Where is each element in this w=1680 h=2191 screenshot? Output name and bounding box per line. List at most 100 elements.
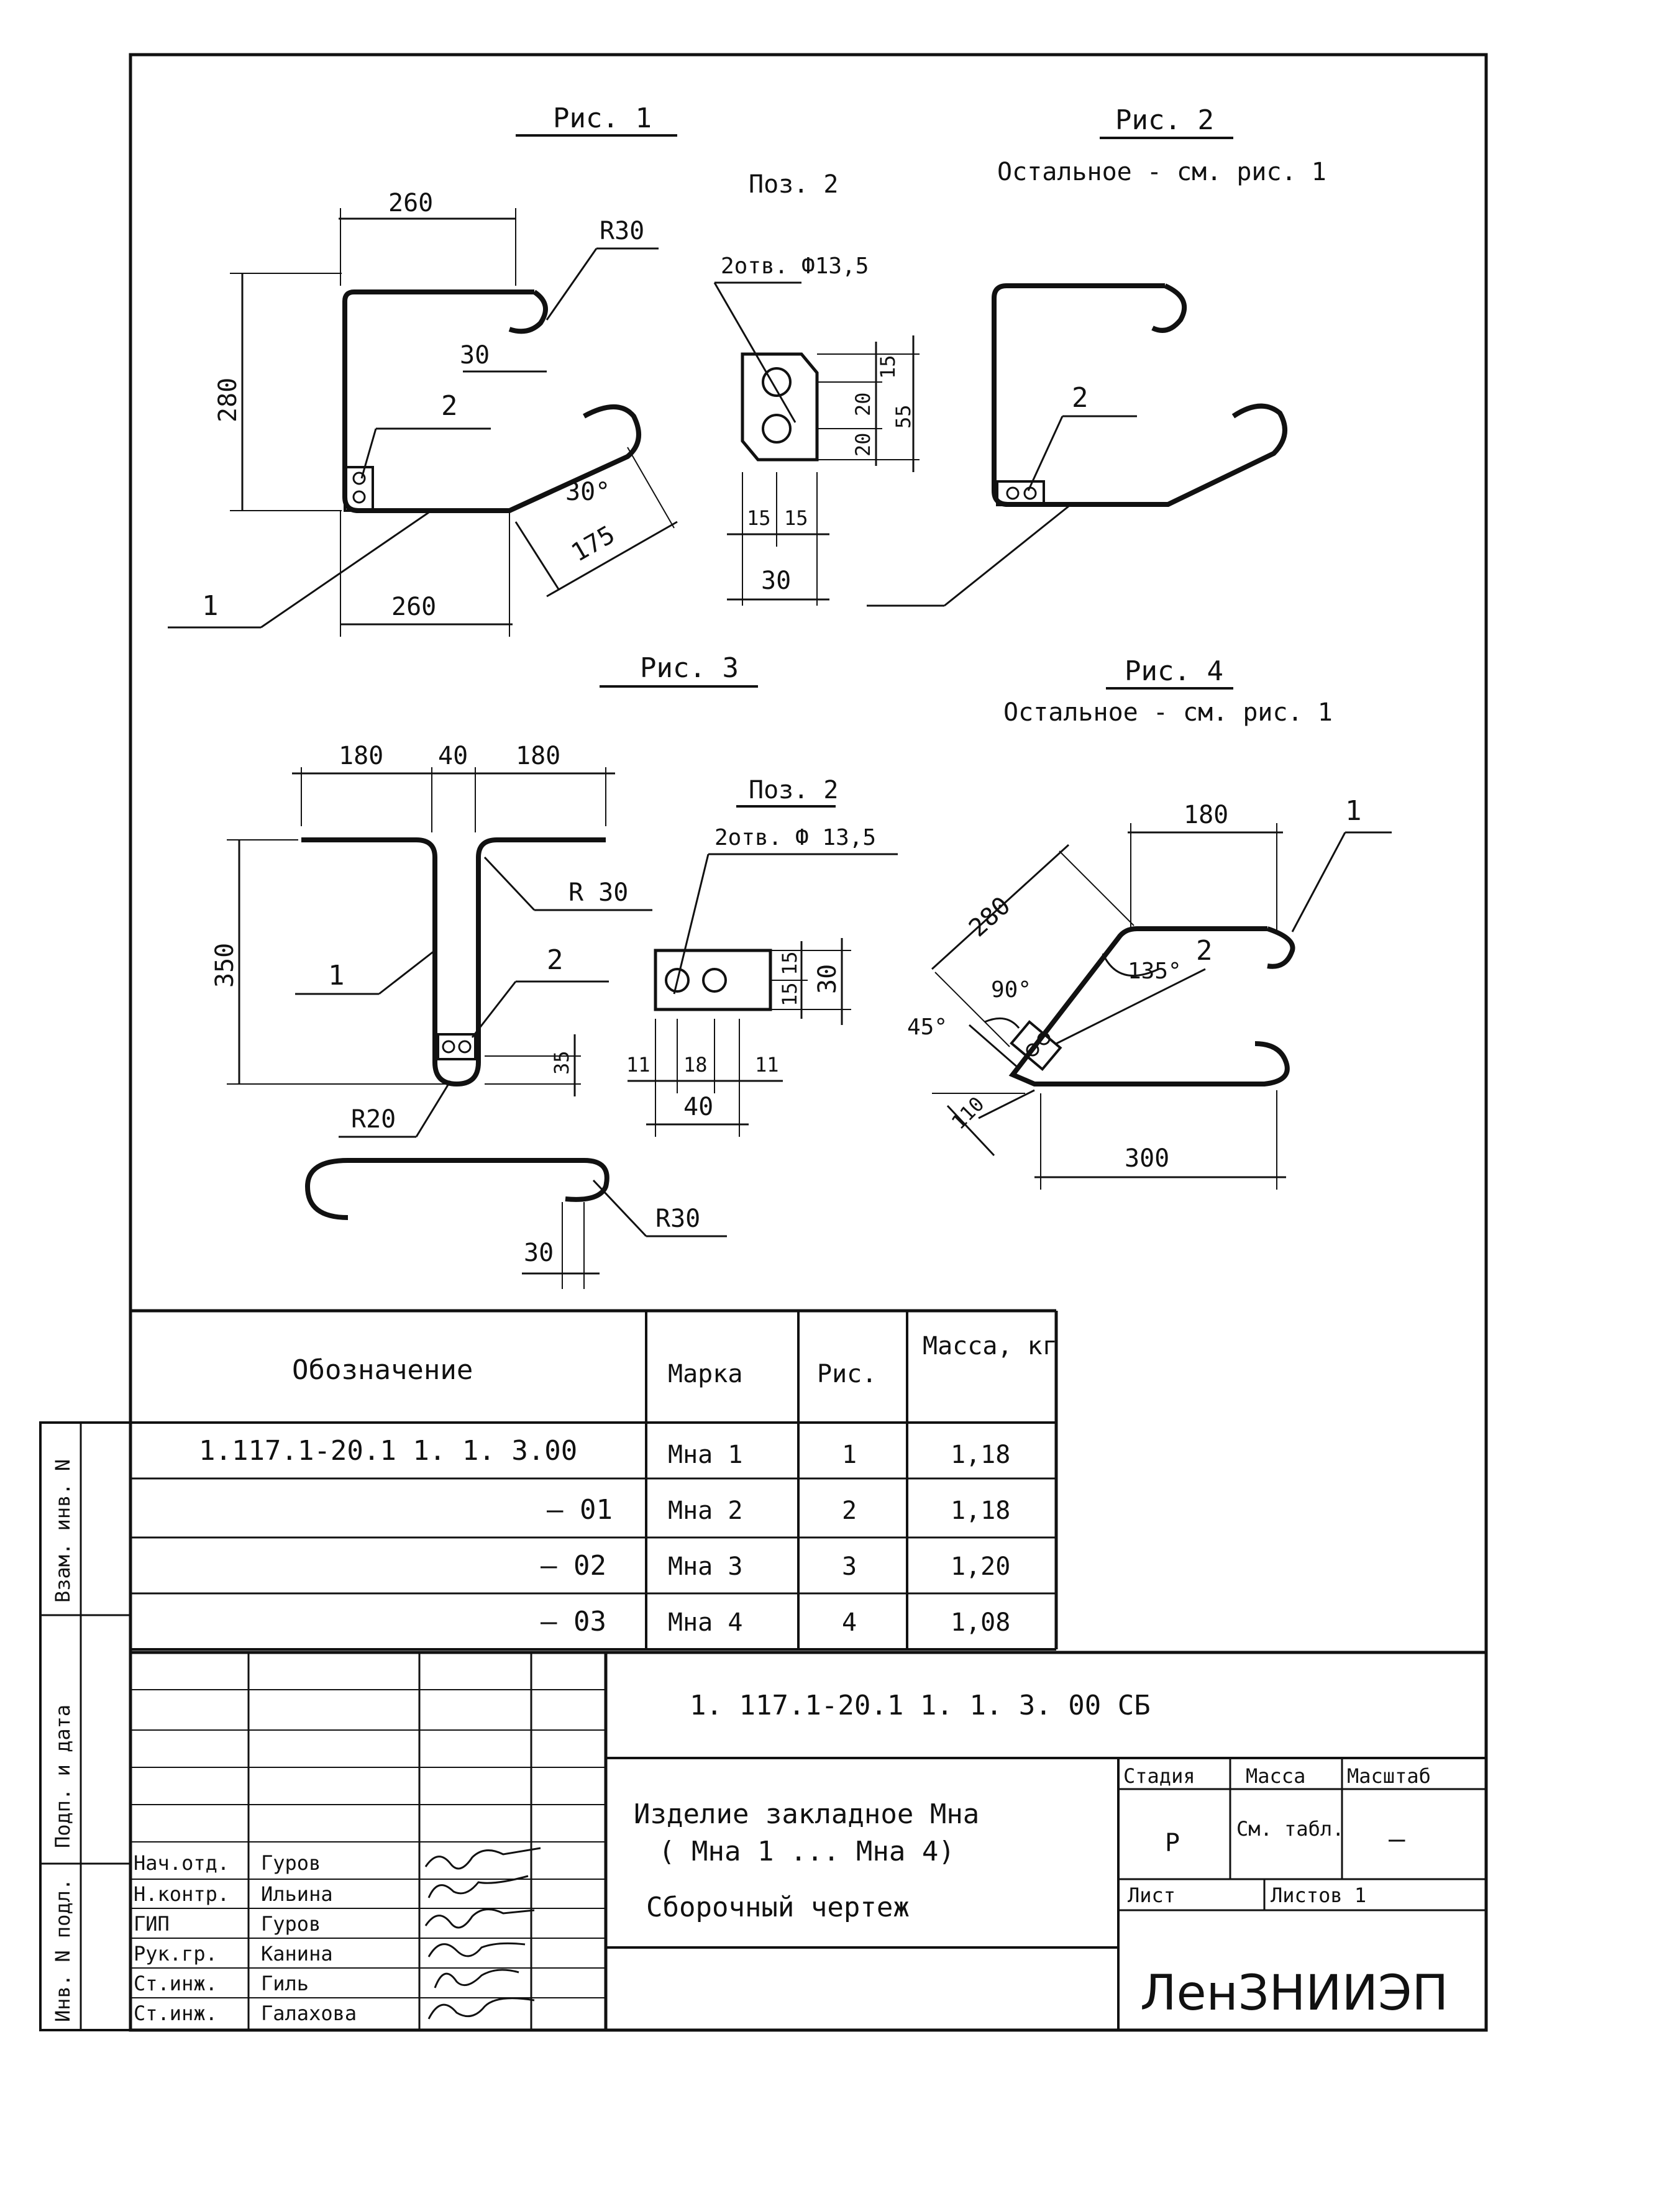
staff-name: Гуров	[261, 1851, 321, 1875]
fig1-dim-diag: 175	[567, 521, 620, 568]
table-row: — 01 Мна 2 2 1,18	[547, 1494, 1010, 1526]
staff-role: Ст.инж.	[134, 2002, 217, 2025]
staff-role: Н.контр.	[134, 1882, 229, 1906]
pos2b-hole-2	[702, 968, 727, 993]
fig3-radius-top: R 30	[568, 878, 628, 907]
stamp-inv-orig: Инв. N подл.	[51, 1879, 75, 2022]
pos2-dim-v3: 20	[851, 432, 875, 457]
fig3-radius-bottom: R20	[351, 1105, 396, 1134]
pos2-hole-1	[762, 367, 792, 397]
fig3-dim-bottom-offset: 35	[550, 1050, 573, 1075]
pos2b-dim-total: 30	[813, 964, 842, 994]
table-header-mark: Марка	[668, 1360, 742, 1388]
table-cell-designation: — 01	[547, 1494, 613, 1526]
figure-3: Рис. 3 180 40 180 R 30 350 1 2 35 R20	[211, 652, 758, 1289]
pos2b-dim-h1: 11	[626, 1053, 651, 1077]
table-cell-mark: Мна 4	[668, 1608, 742, 1637]
organization-name: ЛенЗНИИЭП	[1140, 1966, 1448, 2021]
staff-row: Н.контр. Ильина	[134, 1882, 333, 1906]
table-cell-fig: 1	[842, 1441, 857, 1469]
fig1-radius: R30	[600, 217, 644, 245]
table-cell-fig: 4	[842, 1608, 857, 1637]
staff-row: ГИП Гуров	[134, 1912, 321, 1936]
table-header-fig: Рис.	[817, 1360, 877, 1388]
staff-row: Ст.инж. Гиль	[134, 1972, 309, 1995]
staff-name: Гиль	[261, 1972, 309, 1995]
staff-name: Ильина	[261, 1882, 333, 1906]
fig3-callout-1: 1	[328, 960, 345, 991]
table-row: — 02 Мна 3 3 1,20	[541, 1550, 1010, 1582]
fig4-callout-1: 1	[1345, 795, 1362, 827]
fig1-callout-2: 2	[441, 390, 458, 422]
table-cell-mark: Мна 1	[668, 1441, 742, 1469]
pos2b-hole-1	[665, 968, 690, 993]
table-header-designation: Обозначение	[292, 1354, 473, 1386]
staff-name: Гуров	[261, 1912, 321, 1936]
table-cell-mass: 1,18	[951, 1441, 1010, 1469]
staff-role: Рук.гр.	[134, 1942, 217, 1966]
fig1-dim-top: 260	[388, 189, 433, 217]
pos2b-dim-h3: 11	[755, 1053, 779, 1077]
fig3-hook-gap: 30	[524, 1239, 554, 1267]
table-cell-mass: 1,20	[951, 1552, 1010, 1581]
fig4-bar	[1008, 926, 1295, 1086]
table-cell-mark: Мна 3	[668, 1552, 742, 1581]
staff-role: Нач.отд.	[134, 1851, 229, 1875]
staff-role: ГИП	[134, 1912, 170, 1936]
staff-row: Рук.гр. Канина	[134, 1942, 333, 1966]
fig3-plate	[437, 1033, 477, 1060]
signatures	[424, 1847, 541, 2020]
pos2-hole-2	[762, 414, 792, 444]
fig1-bar	[342, 289, 641, 513]
staff-row: Ст.инж. Галахова	[134, 2002, 357, 2025]
table-cell-designation: 1.117.1-20.1 1. 1. 3.00	[199, 1435, 577, 1467]
table-row: — 03 Мна 4 4 1,08	[541, 1606, 1010, 1638]
fig1-dim-gap: 30	[460, 341, 490, 370]
table-cell-designation: — 02	[541, 1550, 606, 1582]
doc-code: 1. 117.1-20.1 1. 1. 3. 00 СБ	[690, 1690, 1151, 1721]
spec-table: Обозначение Марка Рис. Масса, кг 1.117.1…	[130, 1309, 1058, 1651]
fig4-title: Рис. 4	[1125, 655, 1223, 687]
pos2b-holes: 2отв. Ф 13,5	[714, 825, 876, 850]
side-stamp: Взам. инв. N Подп. и дата Инв. N подл.	[39, 1421, 132, 2031]
fig4-dim-short: 110	[947, 1092, 989, 1134]
fig1-title: Рис. 1	[553, 102, 652, 134]
pos2b-dim-width: 40	[683, 1093, 713, 1121]
fig3-callout-2: 2	[547, 944, 564, 976]
fig2-subtitle: Остальное - см. рис. 1	[997, 158, 1326, 186]
pos2-title: Поз. 2	[749, 170, 839, 199]
fig2-bar	[992, 283, 1287, 507]
fig3-dim-middle: 40	[438, 742, 468, 770]
fig4-dim-top: 180	[1184, 801, 1228, 829]
figure-2: Рис. 2 Остальное - см. рис. 1 2	[867, 104, 1326, 607]
table-cell-mass: 1,18	[951, 1496, 1010, 1525]
mass-header: Масса	[1246, 1764, 1305, 1788]
figure-4: Рис. 4 Остальное - см. рис. 1 180 280 90…	[907, 655, 1392, 1190]
doc-title-line1: Изделие закладное Мна	[634, 1798, 979, 1830]
staff-role: Ст.инж.	[134, 1972, 217, 1995]
sheet-label: Лист	[1128, 1884, 1176, 1907]
stage-header: Стадия	[1123, 1764, 1195, 1788]
fig4-angle45: 45°	[907, 1014, 947, 1040]
figure-1: Рис. 1 260 R30 280 30 2 260 30° 175	[168, 102, 678, 637]
scale-header: Масштаб	[1347, 1764, 1431, 1788]
fig2-plate	[996, 480, 1045, 506]
pos2b-dim-h2: 18	[683, 1053, 708, 1077]
pos2b-title: Поз. 2	[749, 776, 839, 804]
doc-title-line3: Сборочный чертеж	[646, 1892, 910, 1923]
fig1-callout-1: 1	[202, 590, 219, 622]
fig3-hook-bar	[304, 1158, 609, 1220]
pos2-dim-v1: 15	[876, 355, 900, 379]
fig3-dim-left: 180	[339, 742, 383, 770]
pos2b-dim-v1: 15	[778, 951, 801, 975]
fig1-dim-height: 280	[214, 378, 242, 422]
fig3-bar	[301, 837, 606, 1087]
sheet-frame	[129, 53, 1488, 2032]
table-header-mass: Масса, кг	[923, 1332, 1057, 1360]
table-cell-designation: — 03	[541, 1606, 606, 1638]
fig4-plate	[1010, 1020, 1062, 1072]
fig2-callout-2: 2	[1072, 382, 1089, 414]
fig3-hook-radius: R30	[655, 1205, 700, 1233]
fig3-title: Рис. 3	[640, 652, 739, 684]
pos2-dim-total: 55	[892, 404, 915, 429]
